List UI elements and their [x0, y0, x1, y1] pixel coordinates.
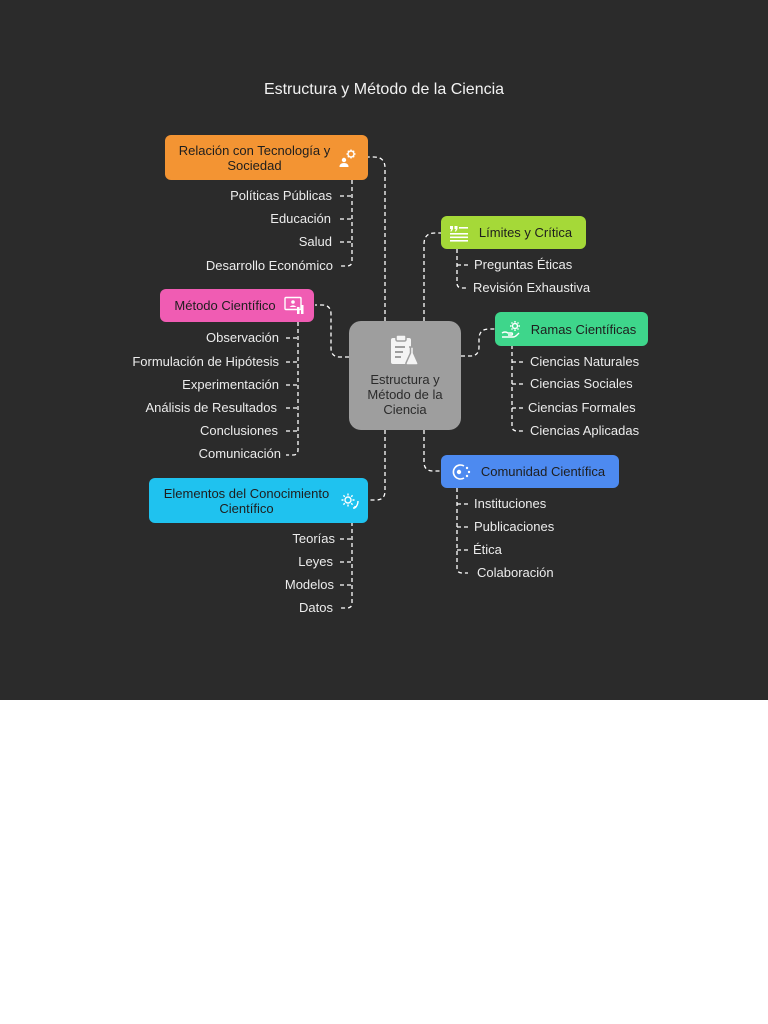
leaf-analisis: Análisis de Resultados — [145, 400, 277, 415]
leaf-conclusiones: Conclusiones — [199, 423, 278, 438]
branch-elementos-label: Elementos del Conocimiento Científico — [163, 485, 330, 516]
central-node-label: Estructura y Método de la Ciencia — [367, 372, 443, 417]
leaf-desarrollo: Desarrollo Económico — [205, 258, 333, 273]
leaf-revision: Revisión Exhaustiva — [473, 280, 591, 295]
branch-ramas-label: Ramas Científicas — [530, 321, 637, 337]
connector-limites — [423, 232, 441, 321]
connector-ramas — [461, 328, 496, 357]
leaf-colaboracion: Colaboración — [477, 565, 554, 580]
connector-lines — [286, 156, 523, 609]
central-node[interactable]: Estructura y Método de la Ciencia — [349, 321, 461, 430]
leaf-etica: Ética — [473, 542, 502, 557]
connector-tecnologia — [368, 156, 386, 321]
branch-metodo-label: Método Científico — [174, 298, 276, 313]
leaf-teorias: Teorías — [292, 531, 335, 546]
leaf-naturales: Ciencias Naturales — [530, 354, 640, 369]
leaf-publicaciones: Publicaciones — [474, 519, 555, 534]
community-icon — [449, 462, 471, 482]
branch-tecnologia[interactable]: Relación con Tecnología y Sociedad — [165, 135, 368, 180]
quote-text-icon — [449, 224, 469, 242]
leaf-observacion: Observación — [206, 330, 279, 345]
gear-hand-icon — [501, 319, 523, 339]
branch-comunidad-label: Comunidad Científica — [480, 464, 606, 479]
leaf-formales: Ciencias Formales — [528, 400, 636, 415]
branch-comunidad[interactable]: Comunidad Científica — [441, 455, 619, 488]
connector-comunidad — [423, 430, 441, 472]
branch-tecnologia-label: Relación con Tecnología y Sociedad — [178, 142, 331, 173]
leaf-hipotesis: Formulación de Hipótesis — [132, 354, 279, 369]
leaf-preguntas-eticas: Preguntas Éticas — [474, 257, 573, 272]
leaf-instituciones: Instituciones — [474, 496, 547, 511]
leaf-sociales: Ciencias Sociales — [530, 376, 633, 391]
connector-elementos — [369, 430, 386, 501]
branch-metodo[interactable]: Método Científico — [160, 289, 314, 322]
leaf-datos: Datos — [299, 600, 333, 615]
branch-limites[interactable]: Límites y Crítica — [441, 216, 586, 249]
leaf-politicas: Políticas Públicas — [230, 188, 332, 203]
clipboard-flask-icon — [388, 334, 422, 368]
mindmap-canvas: Estructura y Método de la Ciencia — [0, 0, 768, 700]
branch-elementos[interactable]: Elementos del Conocimiento Científico — [149, 478, 368, 523]
presentation-icon — [284, 296, 306, 316]
leaf-educacion: Educación — [270, 211, 331, 226]
branch-limites-label: Límites y Crítica — [478, 225, 573, 240]
leaf-aplicadas: Ciencias Aplicadas — [530, 423, 640, 438]
leaf-leyes: Leyes — [298, 554, 333, 569]
branch-ramas[interactable]: Ramas Científicas — [495, 312, 648, 346]
connector-metodo — [315, 304, 349, 358]
leaf-modelos: Modelos — [284, 577, 334, 592]
gear-cycle-icon — [338, 490, 360, 512]
leaf-salud: Salud — [298, 234, 332, 249]
diagram-title: Estructura y Método de la Ciencia — [263, 81, 505, 98]
leaf-comunicacion: Comunicación — [198, 446, 281, 461]
gear-person-icon — [338, 148, 358, 168]
leaf-experimentacion: Experimentación — [182, 377, 279, 392]
